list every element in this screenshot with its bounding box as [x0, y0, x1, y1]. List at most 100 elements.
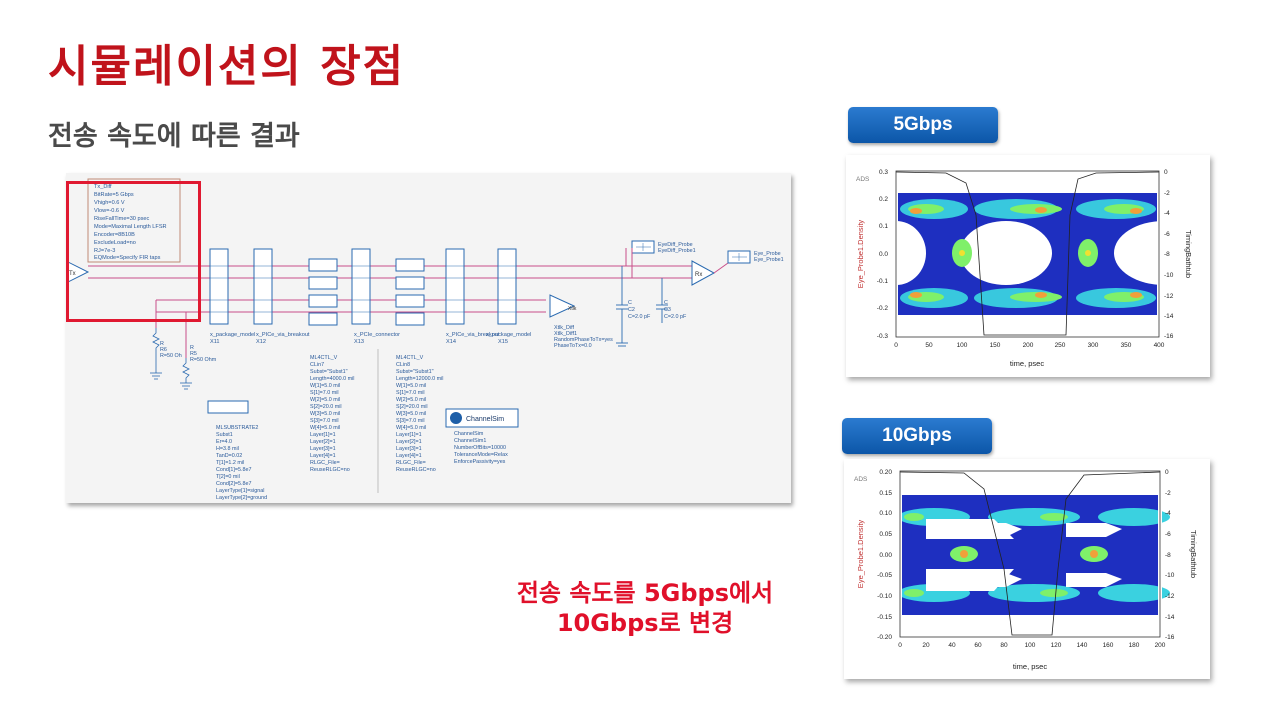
svg-text:0.05: 0.05 [879, 531, 892, 538]
tx-param: Vhigh=0.6 V [94, 200, 125, 206]
svg-text:200: 200 [1155, 642, 1166, 649]
svg-text:Layer[2]=1: Layer[2]=1 [310, 439, 336, 445]
c2-value: C=2.0 pF [628, 314, 651, 320]
svg-text:W[1]=5.0 mil: W[1]=5.0 mil [310, 383, 340, 389]
tx-label: Tx [69, 271, 76, 277]
svg-text:LayerType[1]=signal: LayerType[1]=signal [216, 488, 264, 494]
y2-axis-label: TimingBathtub [1189, 530, 1198, 578]
speed-change-note: 전송 속도를 5Gbps에서 10Gbps로 변경 [480, 578, 810, 638]
svg-text:W[3]=5.0 mil: W[3]=5.0 mil [396, 411, 426, 417]
svg-text:T[1]=1.2 mil: T[1]=1.2 mil [216, 460, 244, 466]
svg-text:RLGC_File=: RLGC_File= [310, 460, 340, 466]
svg-text:W[3]=5.0 mil: W[3]=5.0 mil [310, 411, 340, 417]
note-line-1: 전송 속도를 5Gbps에서 [516, 579, 774, 607]
r5-value: R=50 Ohm [190, 357, 217, 363]
svg-text:20: 20 [922, 642, 930, 649]
svg-text:-6: -6 [1164, 231, 1170, 238]
ads-label: ADS [856, 176, 870, 183]
svg-text:Subst="Subst1": Subst="Subst1" [310, 369, 348, 375]
svg-text:0.20: 0.20 [879, 469, 892, 476]
tx-param: ExcludeLoad=no [94, 240, 136, 246]
svg-text:-0.15: -0.15 [877, 614, 892, 621]
svg-text:Layer[2]=1: Layer[2]=1 [396, 439, 422, 445]
r5-id: R5 [190, 351, 197, 357]
svg-text:100: 100 [957, 342, 968, 349]
rx-symbol [691, 260, 716, 286]
svg-text:Layer[4]=1: Layer[4]=1 [396, 453, 422, 459]
eye-probe-type: Eye_Probe [754, 251, 781, 257]
bathtub-curve [899, 471, 1161, 636]
badge-5gbps: 5Gbps [848, 107, 998, 143]
xtlk-symbol [549, 294, 576, 318]
x12-id: X12 [256, 339, 266, 345]
tx-param: RJ=7e-3 [94, 248, 115, 254]
svg-text:-14: -14 [1164, 313, 1174, 320]
svg-text:0.15: 0.15 [879, 490, 892, 497]
svg-text:CLin7: CLin7 [310, 362, 324, 368]
svg-text:0: 0 [898, 642, 902, 649]
svg-text:Length=12000.0 mil: Length=12000.0 mil [396, 376, 444, 382]
c3-value: C=2.0 pF [664, 314, 687, 320]
r5-type: R [190, 345, 194, 351]
svg-text:100: 100 [1025, 642, 1036, 649]
svg-text:-4: -4 [1164, 210, 1170, 217]
ads-label: ADS [854, 476, 868, 483]
svg-text:Cond[1]=5.8e7: Cond[1]=5.8e7 [216, 467, 252, 473]
svg-text:0.2: 0.2 [879, 196, 888, 203]
svg-text:ReuseRLGC=no: ReuseRLGC=no [310, 467, 350, 473]
tx-param: Tx_Diff [94, 184, 112, 190]
svg-text:-12: -12 [1165, 593, 1175, 600]
svg-text:Er=4.0: Er=4.0 [216, 439, 232, 445]
xtlk-param: PhaseToTx=0.0 [554, 343, 592, 349]
x11-id: X11 [210, 339, 220, 345]
svg-text:W[2]=5.0 mil: W[2]=5.0 mil [310, 397, 340, 403]
svg-text:RLGC_File=: RLGC_File= [396, 460, 426, 466]
tx-param: Mode=Maximal Length LFSR [94, 224, 167, 230]
svg-text:-4: -4 [1165, 510, 1171, 517]
r6-type: R [160, 341, 164, 347]
tx-param: BitRate=5 Gbps [94, 192, 134, 198]
svg-text:Cond[2]=5.8e7: Cond[2]=5.8e7 [216, 481, 252, 487]
c3-id: C3 [664, 307, 671, 313]
eye-probe-id: Eye_Probe1 [754, 257, 784, 263]
channelsim-box [445, 408, 519, 428]
x-axis-label: time, psec [1010, 359, 1044, 368]
schematic-image: Tx_Diff BitRate=5 Gbps Vhigh=0.6 V Vlow=… [66, 173, 791, 503]
svg-text:0.3: 0.3 [879, 169, 888, 176]
r6-id: R6 [160, 347, 167, 353]
svg-text:200: 200 [1023, 342, 1034, 349]
svg-text:150: 150 [990, 342, 1001, 349]
clin8-params: ML4CTL_V CLin8 Subst="Subst1" Length=120… [396, 355, 444, 473]
x13-id: X13 [354, 339, 364, 345]
channelsim-title: ChannelSim [466, 416, 504, 423]
svg-text:Subst1: Subst1 [216, 432, 233, 438]
svg-text:120: 120 [1051, 642, 1062, 649]
svg-text:NumberOfBits=10000: NumberOfBits=10000 [454, 445, 506, 451]
substrate-params: MLSUBSTRATE2 Subst1 Er=4.0 H=3.8 mil Tan… [216, 425, 267, 501]
svg-text:T[2]=0 mil: T[2]=0 mil [216, 474, 240, 480]
svg-text:140: 140 [1077, 642, 1088, 649]
slide-subtitle: 전송 속도에 따른 결과 [48, 121, 300, 152]
svg-text:Layer[3]=1: Layer[3]=1 [310, 446, 336, 452]
svg-text:300: 300 [1088, 342, 1099, 349]
note-line-2: 10Gbps로 변경 [556, 609, 734, 637]
svg-text:Layer[3]=1: Layer[3]=1 [396, 446, 422, 452]
svg-text:CLin8: CLin8 [396, 362, 410, 368]
svg-text:H=3.8 mil: H=3.8 mil [216, 446, 239, 452]
channelsim-icon [450, 412, 462, 424]
svg-text:-2: -2 [1165, 490, 1171, 497]
x-axis-label: time, psec [1013, 662, 1047, 671]
svg-text:40: 40 [948, 642, 956, 649]
svg-text:ML4CTL_V: ML4CTL_V [396, 355, 424, 361]
svg-text:160: 160 [1103, 642, 1114, 649]
svg-text:MLSUBSTRATE2: MLSUBSTRATE2 [216, 425, 258, 431]
svg-text:-6: -6 [1165, 531, 1171, 538]
svg-text:0: 0 [894, 342, 898, 349]
svg-text:-12: -12 [1164, 293, 1174, 300]
svg-text:Subst="Subst1": Subst="Subst1" [396, 369, 434, 375]
svg-text:S[2]=20.0 mil: S[2]=20.0 mil [310, 404, 342, 410]
svg-text:EnforcePassivity=yes: EnforcePassivity=yes [454, 459, 506, 465]
tx-param: EQMode=Specify FIR taps [94, 255, 161, 261]
svg-text:0: 0 [1165, 469, 1169, 476]
y-axis-label: Eye_Probe1.Density [856, 220, 865, 289]
